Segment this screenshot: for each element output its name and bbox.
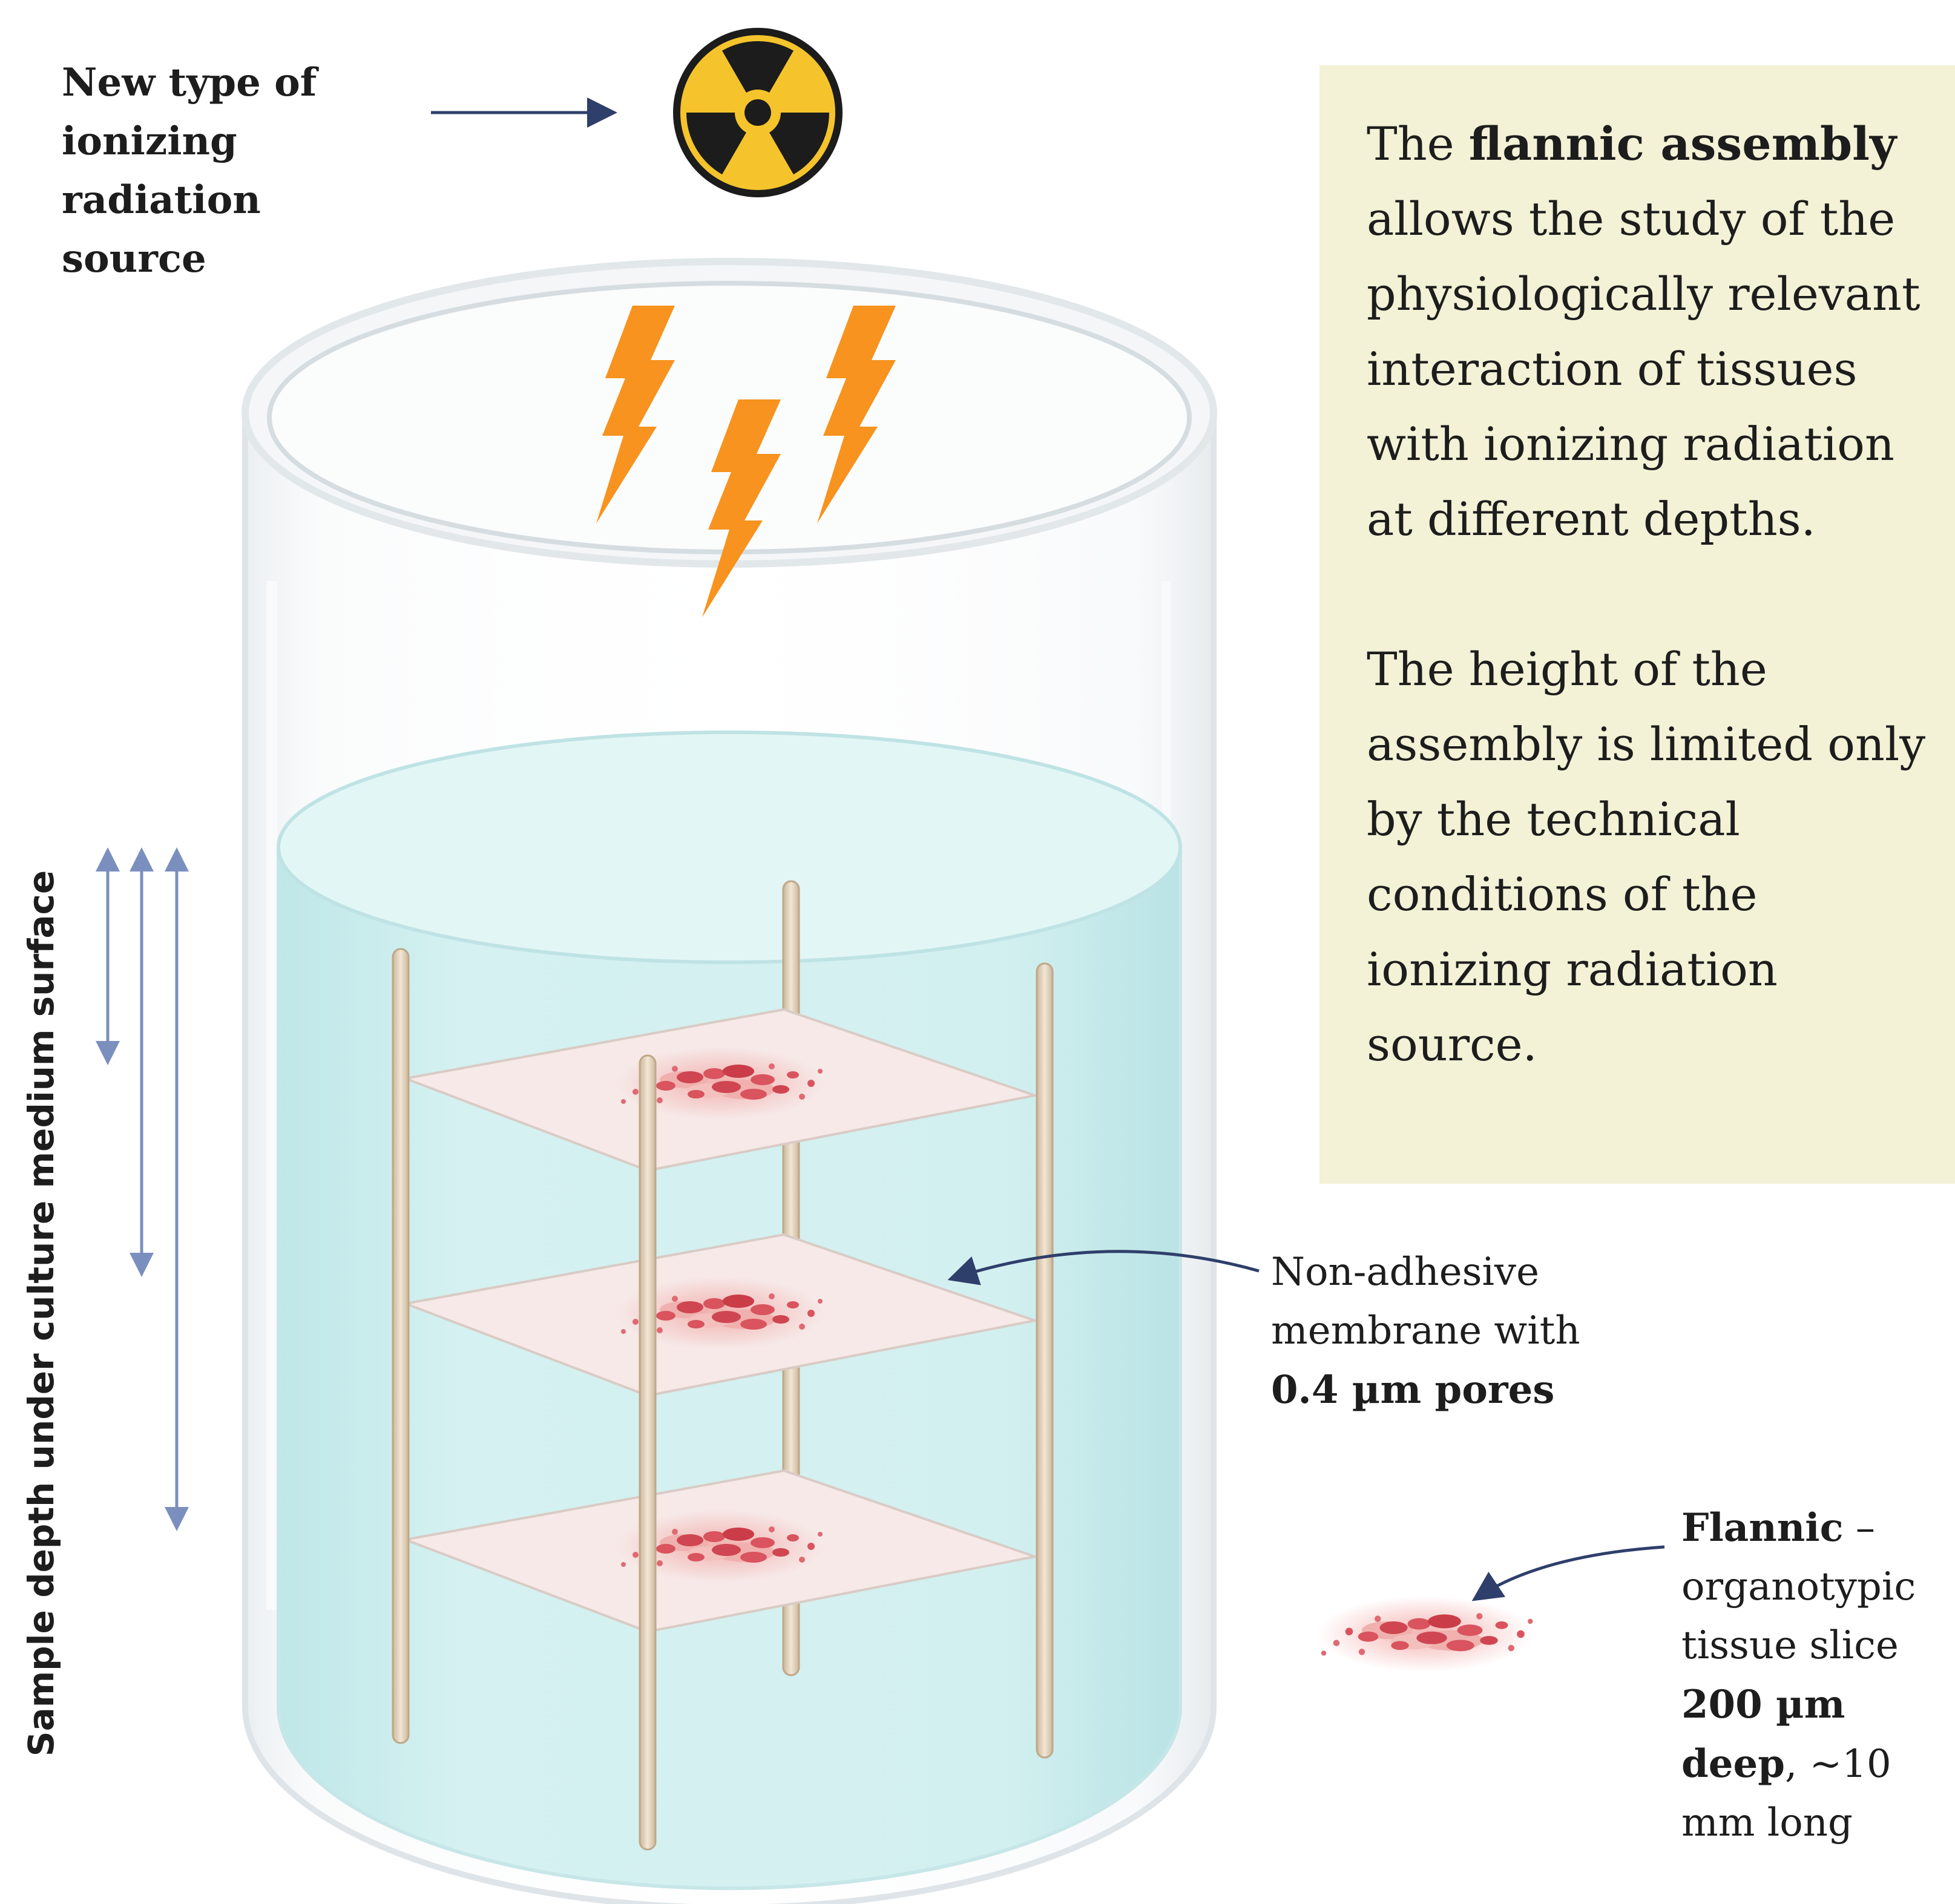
info-paragraph-1: The flannic assembly allows the study of…	[1367, 117, 1920, 546]
membrane-label: Non-adhesive membrane with 0.4 µm pores	[1271, 1250, 1580, 1413]
flannic-pointer-arrow	[1471, 1545, 1665, 1601]
support-rod	[392, 948, 410, 1744]
info-box: The flannic assembly allows the study of…	[1319, 65, 1955, 1184]
radiation-symbol-icon	[673, 28, 843, 197]
membrane-shelf	[401, 1008, 1040, 1172]
depth-arrows	[96, 847, 189, 1531]
support-rod	[639, 1054, 657, 1851]
info-paragraph-2: The height of the assembly is limited on…	[1367, 642, 1926, 1071]
membrane-shelf	[401, 1233, 1040, 1397]
flannic-tissue-slice	[1317, 1596, 1534, 1672]
flannic-label: Flannic – organotypic tissue slice 200 µ…	[1681, 1505, 1916, 1845]
radiation-source-label: New type of ionizing radiation source	[62, 60, 317, 281]
depth-axis-label: Sample depth under culture medium surfac…	[21, 870, 62, 1757]
membrane-pointer-arrow	[947, 1250, 1260, 1285]
support-rod	[1036, 962, 1054, 1759]
membrane-shelf	[401, 1469, 1040, 1633]
